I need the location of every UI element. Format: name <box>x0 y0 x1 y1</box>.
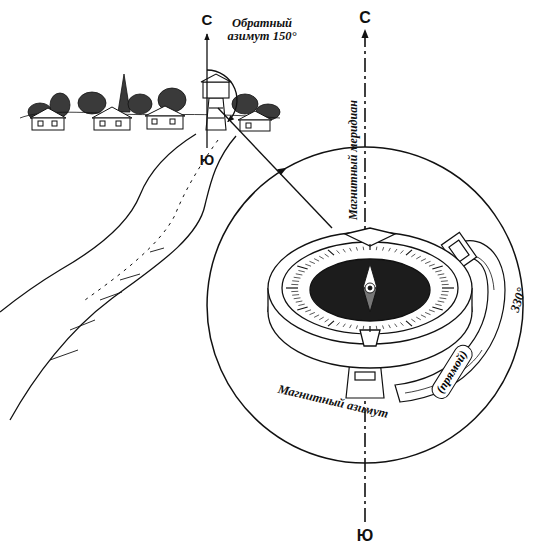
dial-tick <box>421 259 426 261</box>
dial-tick <box>395 324 397 327</box>
dial-tick <box>383 247 384 250</box>
dial-tick <box>438 274 445 275</box>
dial-tick <box>441 294 448 296</box>
south-mark: Ю <box>200 153 214 168</box>
dial-tick <box>406 250 412 255</box>
dial-tick <box>292 280 299 282</box>
dial-tick <box>305 264 311 266</box>
dial-tick <box>356 247 357 250</box>
dial-tick <box>296 274 303 275</box>
dial-tick <box>432 266 442 269</box>
dial-tick <box>297 266 307 269</box>
dial-tick <box>291 284 298 285</box>
dial-tick <box>389 325 391 328</box>
dial-tick <box>309 261 314 263</box>
dial-tick <box>383 325 384 328</box>
dial-tick <box>440 297 447 299</box>
dial-tick <box>363 326 365 329</box>
angle-value: 330° <box>508 286 529 314</box>
dial-tick <box>296 301 303 302</box>
dial-tick <box>421 315 426 317</box>
dial-tick <box>435 270 441 271</box>
dial-tick <box>429 310 435 312</box>
road <box>0 134 236 420</box>
dial-tick <box>369 326 370 332</box>
back-azimuth-label: Обратный азимут 150° <box>226 17 298 43</box>
dial-tick <box>319 317 323 320</box>
dial-tick <box>350 248 352 251</box>
dial-tick <box>356 325 357 328</box>
north-mark: С <box>359 10 371 27</box>
dial-tick <box>416 256 420 259</box>
meridian-label: Магнитный меридиан <box>347 100 360 220</box>
south-mark: Ю <box>357 528 374 545</box>
dial-tick <box>325 254 329 257</box>
dial-tick <box>309 312 314 314</box>
compass-needle <box>363 264 377 312</box>
dial-tick <box>343 324 345 327</box>
trees <box>20 74 280 121</box>
dial-tick <box>314 315 319 317</box>
dial-tick <box>291 291 298 292</box>
dial-tick <box>376 326 378 329</box>
sighting-line <box>218 108 332 228</box>
dial-tick <box>294 297 301 299</box>
dial-tick <box>337 250 340 253</box>
dial-tick <box>442 284 449 285</box>
landmark-meridian <box>207 34 237 148</box>
dial-tick <box>337 322 340 325</box>
dial-tick <box>400 322 403 325</box>
dial-tick <box>425 312 430 314</box>
compass-body <box>268 228 472 368</box>
dial-tick <box>432 307 442 310</box>
dial-tick <box>298 270 304 271</box>
dial-tick <box>429 264 435 266</box>
dial-tick <box>441 280 448 282</box>
dial-tick <box>328 321 334 326</box>
dial-tick <box>416 317 420 320</box>
dial-tick <box>369 244 370 250</box>
dial-tick <box>425 261 430 263</box>
dial-tick <box>440 277 447 279</box>
dial-tick <box>350 325 352 328</box>
dial-tick <box>286 287 298 288</box>
dial-tick <box>328 250 334 255</box>
dial-tick <box>411 254 415 257</box>
dial-tick <box>435 304 441 305</box>
dial-tick <box>442 291 449 292</box>
dial-tick <box>292 294 299 296</box>
dial-tick <box>325 319 329 322</box>
dial-tick <box>406 321 412 326</box>
dial-tick <box>343 249 345 252</box>
dial-tick <box>319 256 323 259</box>
north-mark: С <box>202 12 213 28</box>
dial-tick <box>314 259 319 261</box>
dial-tick <box>395 249 397 252</box>
dial-tick <box>297 307 307 310</box>
dial-tick <box>376 247 378 250</box>
compass-dial <box>286 244 454 332</box>
dial-tick <box>438 301 445 302</box>
dial-tick <box>298 304 304 305</box>
dial-tick <box>400 250 403 253</box>
dial-tick <box>411 319 415 322</box>
dial-tick <box>305 310 311 312</box>
dial-tick <box>442 287 454 288</box>
dial-tick <box>389 248 391 251</box>
water-tower <box>201 74 231 130</box>
dial-tick <box>363 247 365 250</box>
dial-tick <box>294 277 301 279</box>
